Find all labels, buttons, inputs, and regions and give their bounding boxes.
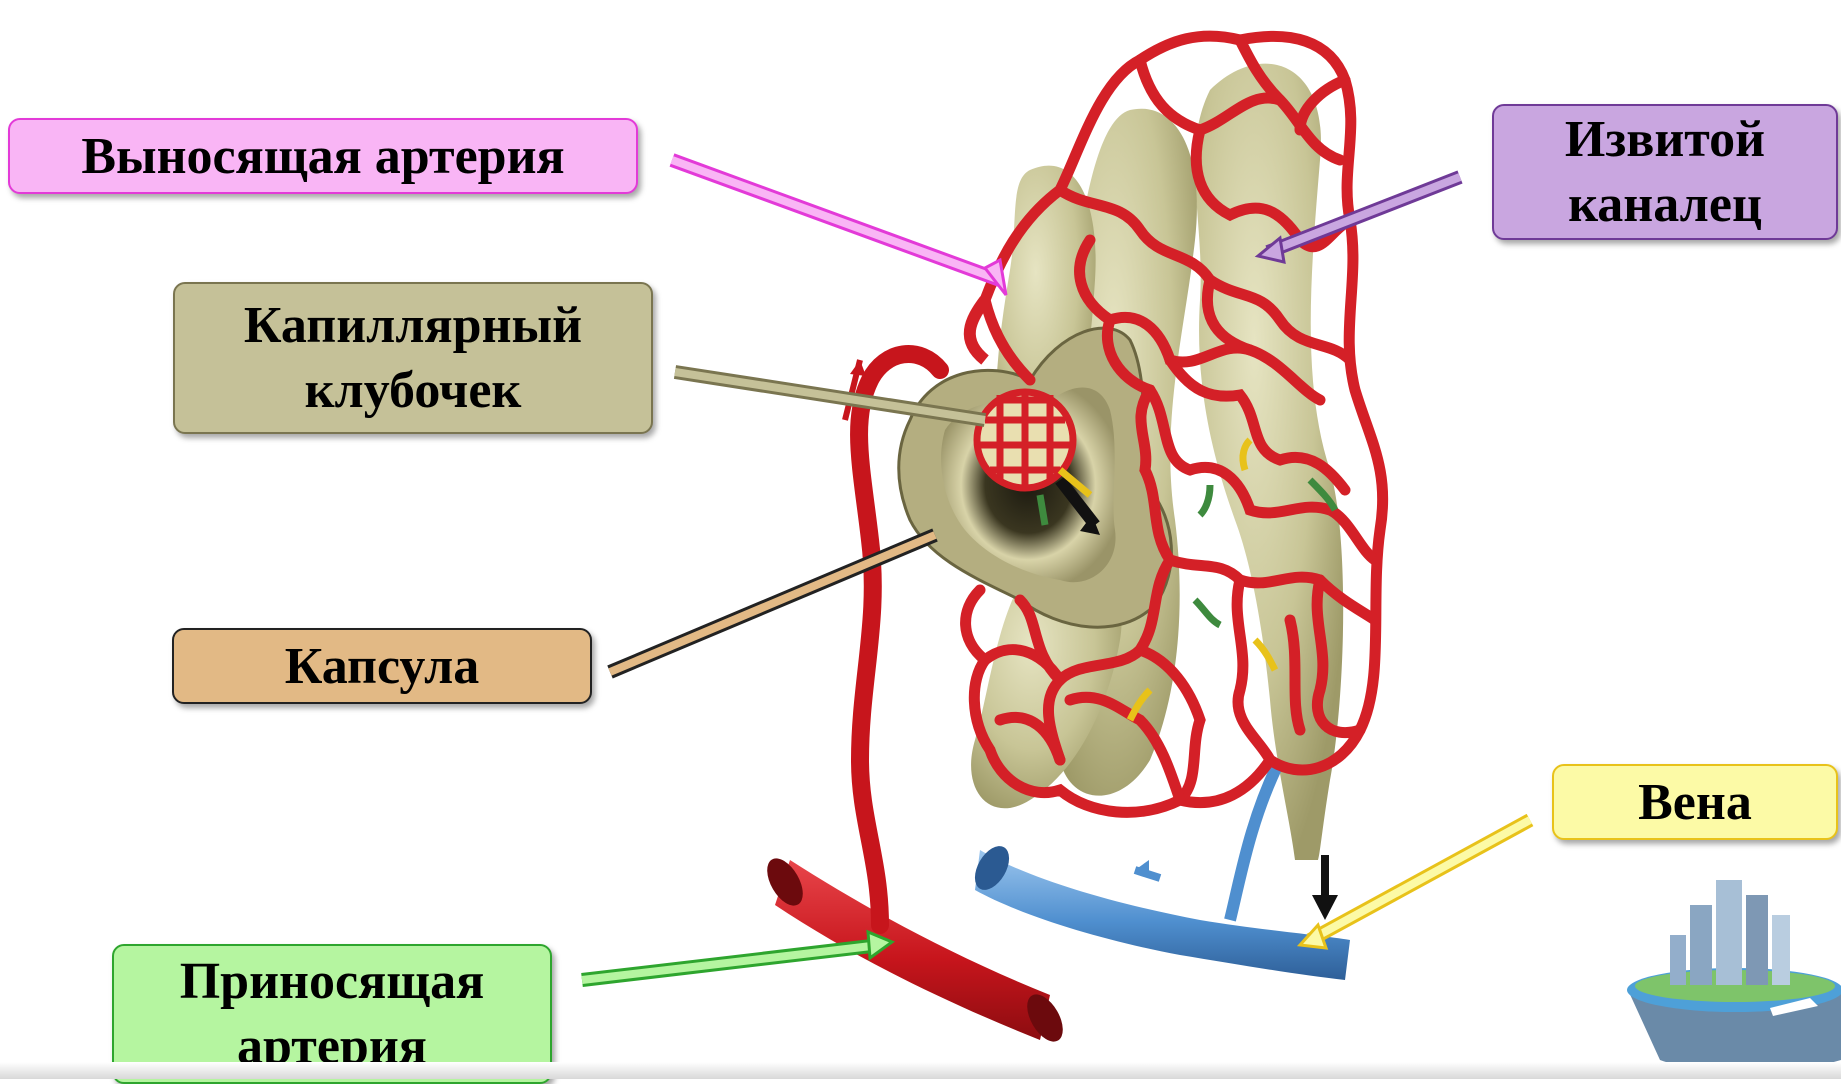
label-convoluted-tubule: Извитой каналец bbox=[1492, 104, 1838, 240]
label-convoluted-tubule-text: Извитой каналец bbox=[1565, 107, 1765, 237]
label-vein: Вена bbox=[1552, 764, 1838, 840]
label-capsule: Капсула bbox=[172, 628, 592, 704]
bottom-edge-shadow bbox=[0, 1062, 1841, 1079]
label-afferent-artery-text: Приносящая артерия bbox=[180, 949, 485, 1079]
glomerulus-tuft bbox=[977, 392, 1073, 488]
label-capillary-glomerulus: Капиллярный клубочек bbox=[173, 282, 653, 434]
label-capillary-glomerulus-text: Капиллярный клубочек bbox=[244, 293, 582, 423]
label-capsule-text: Капсула bbox=[285, 634, 480, 699]
label-vein-text: Вена bbox=[1638, 770, 1752, 835]
label-efferent-artery: Выносящая артерия bbox=[8, 118, 638, 194]
efferent-artery-shape bbox=[970, 300, 985, 360]
city-island-icon bbox=[1627, 880, 1841, 1071]
label-efferent-artery-text: Выносящая артерия bbox=[81, 124, 564, 189]
